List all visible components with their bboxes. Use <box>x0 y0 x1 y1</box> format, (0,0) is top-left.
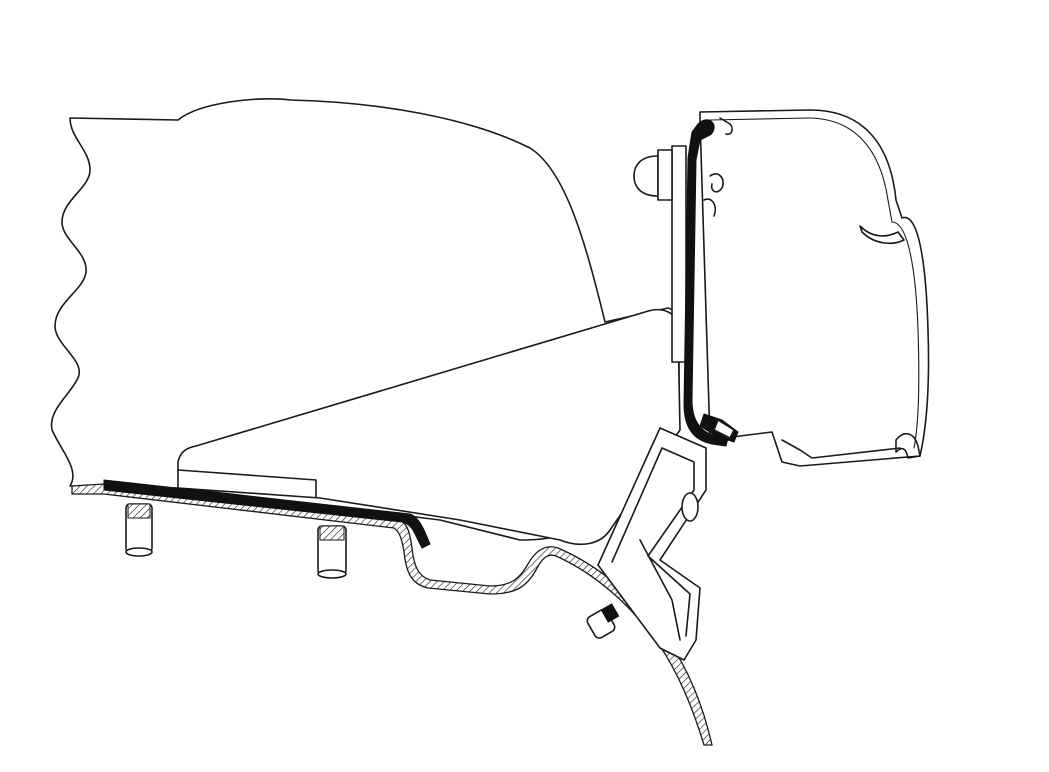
wall-plate <box>633 145 687 363</box>
roof-rail-profile <box>71 483 713 746</box>
nut <box>586 603 620 639</box>
mounting-plate <box>103 479 431 549</box>
awning-rail-profile <box>683 119 729 447</box>
nut <box>699 413 739 443</box>
bolt <box>125 503 153 557</box>
bolt <box>317 525 347 579</box>
awning-cassette <box>699 109 930 467</box>
awning-rail-adapter <box>597 427 707 661</box>
